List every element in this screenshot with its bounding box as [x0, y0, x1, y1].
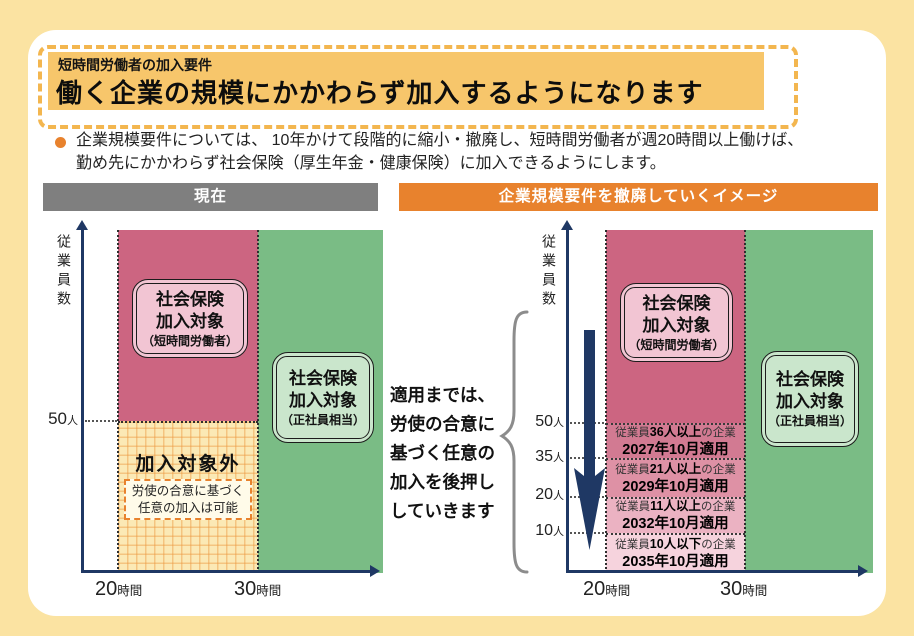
phase-date: 2027年10月適用 — [622, 441, 729, 458]
right-tick-35: 35人 — [535, 448, 564, 465]
note-line-2: 任意の加入は可能 — [137, 501, 238, 515]
left-x-axis-arrow-icon — [370, 565, 380, 577]
left-x-axis — [81, 570, 372, 573]
right-y-axis-arrow-icon — [561, 220, 573, 230]
label-line: （短時間労働者） — [141, 333, 238, 348]
label-line: 加入対象 — [642, 315, 711, 335]
label-line: 加入対象 — [776, 392, 844, 411]
title-box — [48, 52, 764, 110]
left-tick-50-line — [85, 420, 117, 422]
right-dashed-line-30h — [744, 230, 746, 573]
label-line: 加入対象 — [156, 311, 224, 331]
intro-line-1: 企業規模要件については、 10年かけて段階的に縮小・撤廃し、短時間労働者が週20… — [76, 132, 804, 149]
label-line: （短時間労働者） — [628, 337, 725, 352]
phase-band-2035: 従業員10人以下の企業 2035年10月適用 — [606, 533, 745, 573]
section-header-current: 現在 — [43, 183, 378, 211]
right-tick-10: 10人 — [535, 522, 564, 539]
label-line: （正社員相当） — [280, 412, 365, 427]
left-y-axis-label: 従業員数 — [56, 234, 72, 310]
left-xlabel-20h: 20時間 — [95, 578, 143, 600]
left-pink-label-box: 社会保険 加入対象 （短時間労働者） — [132, 279, 248, 358]
right-y-axis-label: 従業員数 — [541, 234, 557, 310]
voluntary-note-box: 労使の合意に基づく 任意の加入は可能 — [124, 479, 252, 520]
title-tag: 短時間労働者の加入要件 — [58, 57, 212, 73]
down-arrow-icon — [571, 330, 607, 557]
right-dashed-line-20h — [605, 230, 607, 573]
phase-date: 2035年10月適用 — [622, 554, 729, 570]
label-line: （正社員相当） — [767, 414, 852, 428]
right-pink-label-box: 社会保険 加入対象 （短時間労働者） — [620, 283, 733, 362]
left-xlabel-30h: 30時間 — [234, 578, 282, 600]
excluded-label: 加入対象外 — [135, 454, 241, 475]
title-dashed-frame — [38, 45, 798, 129]
left-tick-50: 50人 — [48, 409, 78, 428]
intro-line-2: 勤め先にかかわらず社会保険（厚生年金・健康保険）に加入できるようにします。 — [76, 155, 666, 172]
left-green-label-box: 社会保険 加入対象 （正社員相当） — [272, 352, 374, 443]
right-y-axis — [566, 229, 569, 573]
left-dashed-line-20h — [117, 230, 119, 573]
left-y-axis-arrow-icon — [76, 220, 88, 230]
section-header-future: 企業規模要件を撤廃していくイメージ — [399, 183, 878, 211]
right-xlabel-20h: 20時間 — [583, 578, 631, 600]
phase-band-2029: 従業員21人以上の企業 2029年10月適用 — [606, 458, 745, 497]
phase-band-2027: 従業員36人以上の企業 2027年10月適用 — [606, 423, 745, 458]
right-x-axis — [566, 570, 860, 573]
label-line: 社会保険 — [289, 368, 357, 388]
right-tick-50: 50人 — [535, 413, 564, 430]
note-line-1: 労使の合意に基づく — [131, 484, 245, 498]
phase-band-2032: 従業員11人以上の企業 2032年10月適用 — [606, 497, 745, 533]
intro-text: 企業規模要件については、 10年かけて段階的に縮小・撤廃し、短時間労働者が週20… — [76, 129, 881, 175]
label-line: 社会保険 — [642, 293, 711, 313]
right-tick-20: 20人 — [535, 486, 564, 503]
right-green-label-box: 社会保険 加入対象 （正社員相当） — [761, 351, 859, 447]
left-y-axis — [81, 229, 84, 573]
phase-date: 2029年10月適用 — [622, 478, 729, 495]
label-line: 社会保険 — [776, 370, 844, 389]
phase-date: 2032年10月適用 — [622, 516, 729, 532]
curly-brace-icon — [499, 309, 529, 580]
right-x-axis-arrow-icon — [858, 565, 868, 577]
left-dashed-line-30h — [257, 230, 259, 573]
right-xlabel-30h: 30時間 — [720, 578, 768, 600]
page-title: 働く企業の規模にかかわらず加入するようになります — [56, 78, 704, 108]
bullet-icon — [55, 137, 66, 148]
label-line: 加入対象 — [289, 390, 357, 410]
label-line: 社会保険 — [156, 289, 224, 309]
support-annotation: 適用までは、 労使の合意に 基づく任意の 加入を後押し していきます — [390, 385, 495, 521]
